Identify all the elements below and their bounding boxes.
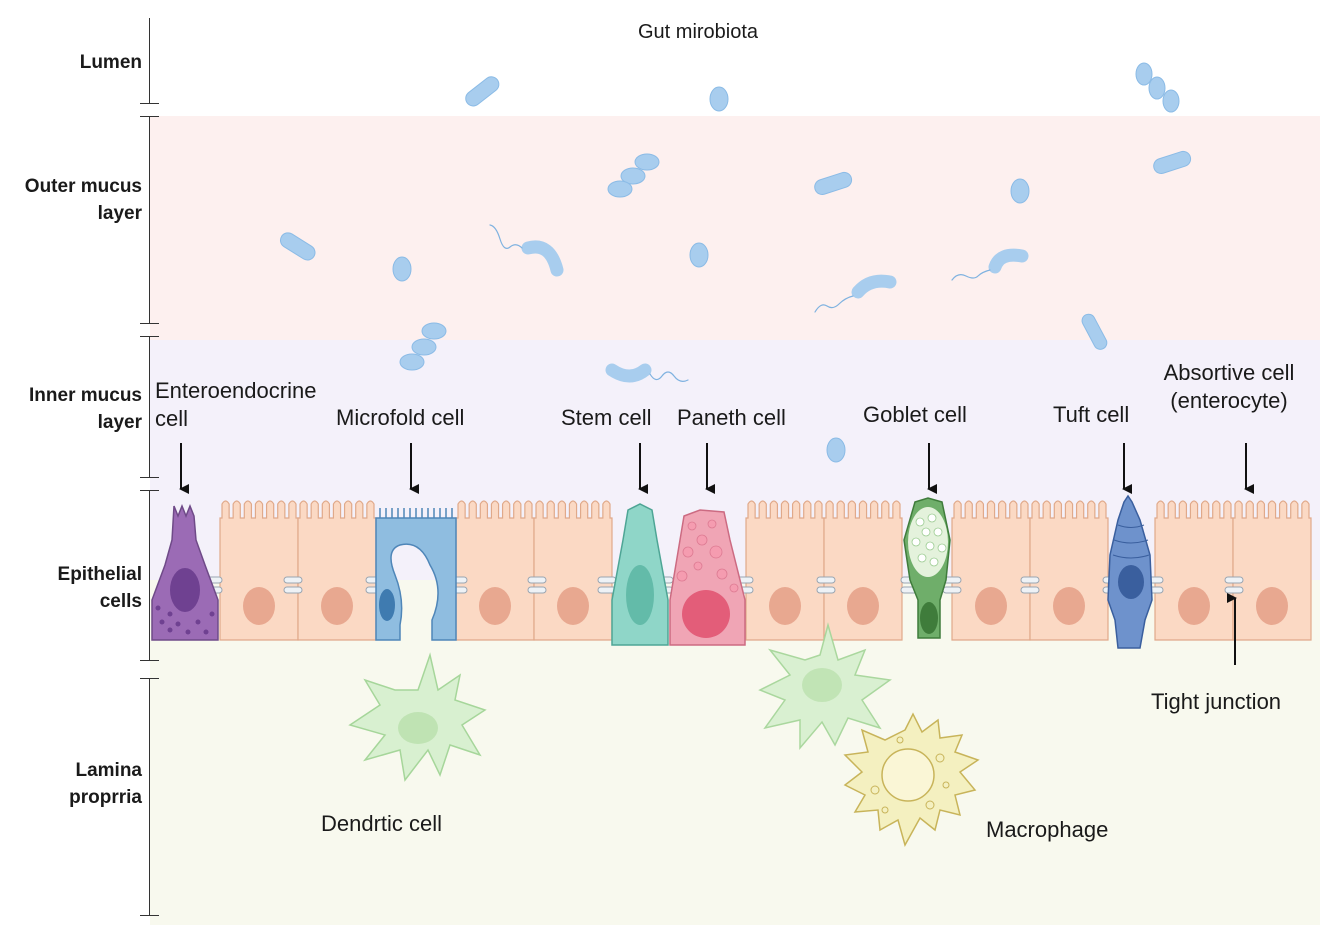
enterocyte	[219, 500, 299, 641]
coccus-bacterium	[421, 322, 447, 340]
enteroendocrine-cell	[151, 503, 219, 641]
dendritic-cell	[758, 622, 892, 751]
coccus-bacterium	[392, 256, 412, 282]
tight-junction	[527, 586, 547, 594]
microfold-cell	[375, 508, 457, 641]
stem-label: Stem cell	[561, 405, 652, 430]
enterocyte	[455, 500, 535, 641]
layer-label-lumen: Lumen	[79, 52, 142, 73]
macrophage-label: Macrophage	[986, 817, 1109, 842]
scale-tick	[140, 103, 159, 104]
coccus-bacterium	[399, 353, 425, 371]
enterocyte-row	[203, 500, 1312, 641]
enterocyte	[823, 500, 903, 641]
enterocyte	[1232, 500, 1312, 641]
coccus-bacterium	[709, 86, 729, 112]
scale-line-lumen	[149, 18, 150, 103]
tight-junction	[1020, 576, 1040, 584]
tight-junction	[597, 576, 617, 584]
rod-bacterium	[279, 232, 316, 261]
rod-bacterium	[814, 171, 853, 196]
coccus-bacterium	[620, 167, 646, 185]
coccus-bacterium	[634, 153, 660, 171]
scale-line-outer	[149, 116, 150, 323]
tuft-cell	[1107, 494, 1153, 649]
paneth-label: Paneth cell	[677, 405, 786, 430]
tight-junction	[816, 586, 836, 594]
tight-junction	[283, 576, 303, 584]
scale-tick	[140, 915, 159, 916]
enterocyte	[745, 500, 825, 641]
outer-mucus-band	[150, 116, 1320, 340]
tight-junction	[942, 586, 962, 594]
stem-cell	[611, 503, 669, 646]
dendritic-cell	[348, 652, 487, 782]
coccus-bacterium	[826, 437, 846, 463]
enterocyte	[951, 500, 1031, 641]
tight-junction	[816, 576, 836, 584]
vibrio-bacteria	[489, 224, 1029, 383]
scale-line-inner	[149, 336, 150, 477]
gut-microbiota-label: Gut mirobiota	[638, 21, 759, 43]
tight-junction	[527, 576, 547, 584]
bacteria-group	[279, 62, 1192, 463]
coccus-bacterium	[1148, 76, 1166, 100]
scale-line-lamina	[149, 678, 150, 915]
rod-bacterium	[1081, 313, 1108, 350]
scale-line-epithelial	[149, 490, 150, 660]
tight-junction	[1224, 586, 1244, 594]
scale-tick	[140, 660, 159, 661]
tight-junction-label: Tight junction	[1151, 689, 1282, 714]
coccus-bacterium	[1010, 178, 1030, 204]
macrophage	[843, 712, 980, 847]
coccus-bacterium	[607, 180, 633, 198]
scale-tick	[140, 477, 159, 478]
rod-bacterium	[465, 76, 500, 107]
paneth-cell	[669, 509, 746, 646]
coccus-bacterium	[411, 338, 437, 356]
enterocyte	[1154, 500, 1234, 641]
enterocyte	[533, 500, 613, 641]
goblet-cell	[903, 497, 951, 639]
absorptive-label: Absortive cell(enterocyte)	[1163, 360, 1295, 413]
coccus-bacterium	[689, 242, 709, 268]
scale-tick	[140, 323, 159, 324]
enterocyte	[1029, 500, 1109, 641]
rod-bacterium	[1153, 150, 1192, 175]
tight-junction	[1020, 586, 1040, 594]
coccus-bacterium	[1135, 62, 1153, 86]
dendritic-label: Dendrtic cell	[321, 811, 443, 836]
tuft-label: Tuft cell	[1053, 402, 1130, 427]
goblet-label: Goblet cell	[863, 402, 967, 427]
coccus-bacterium	[1162, 89, 1180, 113]
tight-junction	[1224, 576, 1244, 584]
tight-junction	[283, 586, 303, 594]
label-arrows	[179, 443, 1254, 665]
enterocyte	[297, 500, 377, 641]
microfold-label: Microfold cell	[336, 405, 465, 430]
